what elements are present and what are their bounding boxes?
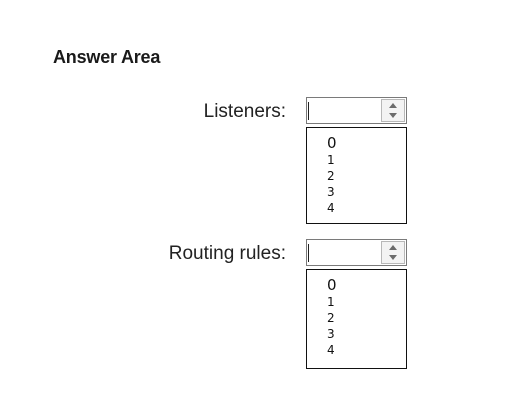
- routing-rules-option-0[interactable]: 0: [327, 276, 337, 294]
- routing-rules-spinner-icon[interactable]: [381, 241, 405, 264]
- text-cursor: [308, 244, 309, 262]
- listeners-dropdown[interactable]: [306, 97, 407, 124]
- listeners-option-1[interactable]: 1: [327, 153, 335, 167]
- routing-rules-option-3[interactable]: 3: [327, 327, 335, 341]
- listeners-options-list: 0 1 2 3 4: [306, 127, 407, 224]
- listeners-option-4[interactable]: 4: [327, 201, 335, 215]
- routing-rules-option-1[interactable]: 1: [327, 295, 335, 309]
- listeners-label: Listeners:: [203, 101, 286, 122]
- routing-rules-label: Routing rules:: [168, 243, 286, 264]
- answer-area-title: Answer Area: [53, 47, 161, 67]
- listeners-spinner-icon[interactable]: [381, 99, 405, 122]
- routing-rules-options-list: 0 1 2 3 4: [306, 269, 407, 369]
- routing-rules-dropdown[interactable]: [306, 239, 407, 266]
- routing-rules-option-2[interactable]: 2: [327, 311, 335, 325]
- listeners-option-3[interactable]: 3: [327, 185, 335, 199]
- text-cursor: [308, 102, 309, 120]
- routing-rules-option-4[interactable]: 4: [327, 343, 335, 357]
- listeners-option-2[interactable]: 2: [327, 169, 335, 183]
- listeners-option-0[interactable]: 0: [327, 134, 337, 152]
